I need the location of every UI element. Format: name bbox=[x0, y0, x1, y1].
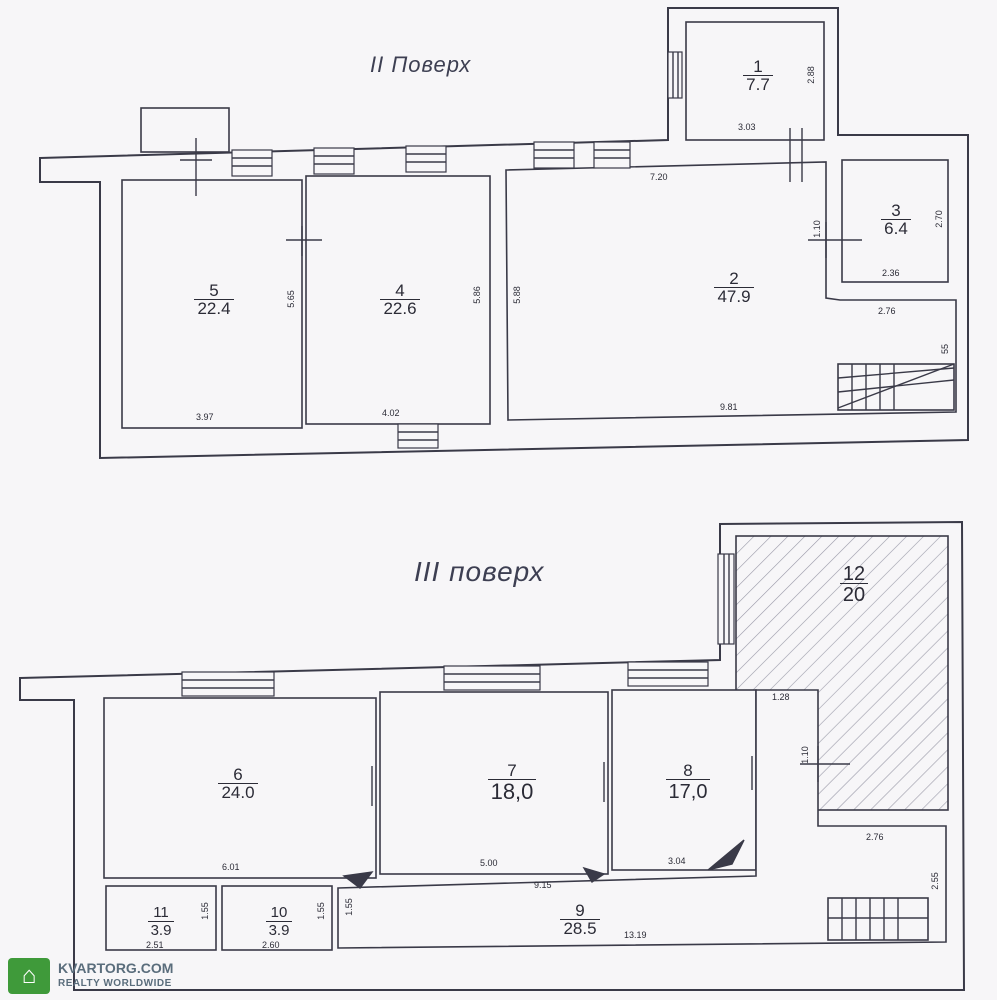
window bbox=[405, 145, 447, 173]
room-1 bbox=[685, 21, 825, 141]
dimension-label: 5.65 bbox=[285, 290, 296, 308]
watermark-subtitle: REALTY WORLDWIDE bbox=[58, 978, 172, 989]
room-3 bbox=[841, 159, 949, 283]
room-number: 2 bbox=[729, 269, 739, 288]
room-area: 22.6 bbox=[380, 299, 420, 318]
room-label-6: 6 24.0 bbox=[198, 766, 278, 803]
stairs bbox=[827, 897, 929, 941]
kvartorg-watermark: ⌂ KVARTORG.COM REALTY WORLDWIDE bbox=[8, 958, 198, 996]
room-area: 24.0 bbox=[218, 783, 258, 802]
dimension-label: 1.55 bbox=[199, 902, 210, 920]
dimension-label: 7.20 bbox=[650, 172, 668, 182]
room-label-2: 2 47.9 bbox=[694, 270, 774, 307]
dimension-label: 2.70 bbox=[933, 210, 944, 228]
dimension-label: 3.97 bbox=[196, 412, 214, 422]
second-floor-plan bbox=[39, 7, 969, 460]
dimension-label: 6.01 bbox=[222, 862, 240, 872]
room-label-1: 1 7.7 bbox=[728, 58, 788, 95]
dimension-label: 2.51 bbox=[146, 940, 164, 950]
room-label-4: 4 22.6 bbox=[360, 282, 440, 319]
room-label-11: 11 3.9 bbox=[136, 904, 186, 940]
room-label-8: 8 17,0 bbox=[648, 762, 728, 804]
dimension-label: 2.36 bbox=[882, 268, 900, 278]
room-number: 4 bbox=[395, 281, 405, 300]
room-area: 17,0 bbox=[665, 779, 711, 804]
floor-title-second: II Поверх bbox=[370, 52, 472, 77]
dimension-label: 2.88 bbox=[805, 66, 816, 84]
dimension-label: 5.00 bbox=[480, 858, 498, 868]
window bbox=[533, 141, 575, 169]
room-10 bbox=[221, 885, 333, 951]
dimension-label: 5.88 bbox=[511, 286, 522, 304]
dimension-label: 2.76 bbox=[866, 832, 884, 842]
room-area: 18,0 bbox=[487, 779, 537, 804]
room-11 bbox=[105, 885, 217, 951]
window bbox=[313, 147, 355, 175]
stairs bbox=[837, 363, 955, 411]
dimension-label: 1.55 bbox=[343, 898, 354, 916]
room-area: 7.7 bbox=[743, 75, 773, 94]
room-number: 11 bbox=[153, 904, 169, 921]
room-area: 3.9 bbox=[265, 921, 293, 940]
room-2 bbox=[505, 161, 957, 421]
dimension-label: 55 bbox=[940, 343, 951, 355]
room-6 bbox=[103, 697, 377, 879]
room-number: 6 bbox=[233, 765, 243, 784]
dimension-label: 2.55 bbox=[929, 872, 940, 890]
room-number: 3 bbox=[891, 201, 901, 220]
room-number: 7 bbox=[507, 761, 517, 780]
third-floor-plan bbox=[19, 520, 966, 991]
window bbox=[181, 671, 275, 697]
room-9 bbox=[337, 689, 947, 949]
room-8 bbox=[611, 689, 757, 871]
dimension-label: 3.04 bbox=[668, 856, 686, 866]
dimension-label: 1.10 bbox=[799, 746, 810, 764]
dimension-label: 1.55 bbox=[315, 902, 326, 920]
room-area: 22.4 bbox=[194, 299, 234, 318]
window bbox=[717, 553, 735, 645]
dimension-label: 1.28 bbox=[772, 692, 790, 702]
dimension-label: 9.81 bbox=[720, 402, 738, 412]
dimension-label: 4.02 bbox=[382, 408, 400, 418]
room-label-5: 5 22.4 bbox=[174, 282, 254, 319]
room-number: 10 bbox=[270, 904, 288, 921]
window bbox=[593, 141, 631, 169]
room-area: 20 bbox=[839, 583, 869, 606]
room-number: 9 bbox=[575, 901, 585, 920]
room-area: 3.9 bbox=[147, 921, 175, 940]
dimension-label: 5.86 bbox=[471, 286, 482, 304]
dimension-label: 2.76 bbox=[878, 306, 896, 316]
room-label-9: 9 28.5 bbox=[540, 902, 620, 939]
house-icon: ⌂ bbox=[8, 958, 50, 994]
room-label-12: 12 20 bbox=[814, 563, 894, 606]
window bbox=[231, 149, 273, 177]
room-area: 47.9 bbox=[714, 287, 754, 306]
room-4 bbox=[305, 175, 491, 425]
dimension-label: 9.15 bbox=[534, 880, 552, 890]
dimension-label: 2.60 bbox=[262, 940, 280, 950]
room-number: 1 bbox=[753, 57, 763, 76]
room-area: 28.5 bbox=[560, 919, 600, 938]
room-number: 12 bbox=[842, 563, 866, 585]
room-label-7: 7 18,0 bbox=[462, 762, 562, 804]
window bbox=[397, 423, 439, 449]
dimension-label: 13.19 bbox=[624, 930, 647, 940]
dimension-label: 1.10 bbox=[811, 220, 822, 238]
room-area: 6.4 bbox=[881, 219, 911, 238]
room-number: 5 bbox=[209, 281, 219, 300]
room-5 bbox=[121, 179, 303, 429]
dimension-label: 3.03 bbox=[738, 122, 756, 132]
floor-title-third: III поверх bbox=[414, 556, 545, 587]
watermark-title: KVARTORG.COM bbox=[58, 960, 174, 976]
window bbox=[443, 665, 541, 691]
room-number: 8 bbox=[683, 761, 693, 780]
room-label-3: 3 6.4 bbox=[866, 202, 926, 239]
room-label-10: 10 3.9 bbox=[254, 904, 304, 940]
window bbox=[627, 661, 709, 687]
window bbox=[667, 51, 683, 99]
room-7 bbox=[379, 691, 609, 875]
balcony-block bbox=[140, 107, 230, 153]
